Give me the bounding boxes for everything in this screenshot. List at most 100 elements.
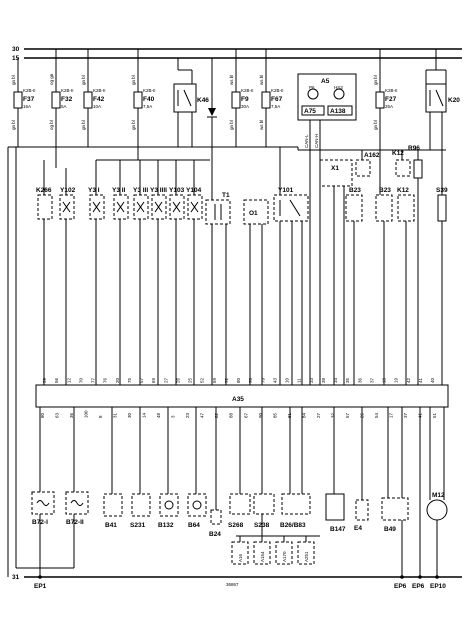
diode (207, 58, 217, 160)
fuse-f37-label: F37 (23, 96, 35, 103)
ecu-pin-label: 37 (403, 412, 408, 418)
sensor-b72-i: B72-I (31, 407, 55, 526)
svg-text:M12: M12 (432, 492, 445, 499)
sensor-b72-ii: B72-II (65, 407, 89, 526)
ecu-a35-label: A35 (232, 396, 244, 403)
ecu-pin-label: 79 (260, 377, 265, 383)
ecu-pin-label: 19 (394, 377, 399, 383)
ecu-pin-label: 77 (91, 377, 96, 383)
ecu-pin-label: 32 (330, 412, 335, 418)
fuse-f40: K2B-II F40 7,5A gn bl gn bl (131, 49, 156, 160)
svg-text:15A: 15A (23, 104, 31, 109)
ecu-pin-label: 54 (374, 412, 379, 418)
ecu-pin-label: 3 (171, 415, 176, 418)
svg-text:gn bl: gn bl (229, 120, 234, 130)
ecu-pin-label: 80 (236, 377, 241, 383)
ecu-pin-label: 63 (55, 412, 60, 418)
svg-text:S268: S268 (228, 522, 244, 529)
ecu-pin-label: 48 (156, 412, 161, 418)
svg-text:10A: 10A (93, 104, 101, 109)
relay-k20: K20 (425, 49, 460, 180)
bus-label-31: 31 (12, 574, 20, 581)
injector-bank: Y3 I Y3 II Y3 III Y3 IIII Y103 Y104 (88, 160, 203, 385)
switch-s39: S39 (436, 180, 448, 385)
svg-text:B72-II: B72-II (66, 519, 84, 526)
fuse-f67: K2B-II F67 7,5A ws bl ws bl (259, 49, 284, 147)
svg-text:A154: A154 (260, 551, 265, 562)
svg-text:B24: B24 (209, 531, 221, 538)
module-a5-label: A5 (321, 78, 330, 85)
component-b23-a: B23 (345, 187, 363, 385)
svg-text:B64: B64 (188, 522, 200, 529)
svg-text:Y3 IIII: Y3 IIII (150, 187, 167, 194)
component-k12-mid: K12 (397, 187, 415, 385)
svg-text:gn bl: gn bl (81, 75, 86, 85)
svg-text:5A: 5A (61, 104, 67, 109)
svg-text:S39: S39 (436, 187, 448, 194)
ecu-pin-label: 88 (229, 412, 234, 418)
ecu-pin-label: 75 (127, 377, 132, 383)
ecu-pin-label: 12 (66, 377, 71, 383)
switch-s268: S268 (228, 407, 251, 529)
svg-text:K12: K12 (397, 187, 409, 194)
svg-text:B41: B41 (105, 522, 117, 529)
ecu-pin-label: 67 (243, 412, 248, 418)
diagram-ref: 36867 (226, 582, 239, 587)
component-o1: O1 (243, 199, 269, 385)
svg-text:7,5A: 7,5A (143, 104, 152, 109)
svg-text:gn bl: gn bl (373, 75, 378, 85)
svg-text:K2B-II: K2B-II (93, 88, 106, 93)
element-e4: E4 (354, 407, 369, 532)
svg-text:T1: T1 (222, 192, 230, 199)
ecu-pin-label: 14 (142, 412, 147, 418)
sensor-b147: B147 (325, 407, 346, 533)
ecu-pin-label: 56 (54, 377, 59, 383)
component-k266: K266 (36, 160, 53, 385)
ecu-pin-label: 69 (151, 377, 156, 383)
fuse-f42-label: F42 (93, 96, 105, 103)
svg-text:25A: 25A (385, 104, 393, 109)
ecu-pin-label: 59 (42, 377, 47, 383)
can-high-label: CAN-H (314, 134, 319, 148)
component-y101: Y101 (273, 147, 309, 385)
svg-text:R96: R96 (408, 145, 420, 152)
lower-sub-connectors: A16 A154 A170 A251 (231, 514, 320, 565)
component-k12-top: K12 (392, 150, 411, 177)
svg-text:E4: E4 (354, 525, 362, 532)
sensor-b64: B64 (187, 407, 207, 529)
ecu-pin-label: 36 (69, 412, 74, 418)
ecu-pin-label: 36 (357, 377, 362, 383)
ecu-pin-label: 41 (418, 377, 423, 383)
svg-text:K266: K266 (36, 187, 52, 194)
svg-text:K2B-II: K2B-II (385, 88, 398, 93)
svg-text:gn bl: gn bl (81, 120, 86, 130)
fuse-f40-label: F40 (143, 96, 155, 103)
ecu-pin-label: 27 (163, 377, 168, 383)
svg-text:gn bl: gn bl (11, 120, 16, 130)
sensor-b26-b83: B26/B83 (280, 407, 311, 529)
svg-text:B147: B147 (330, 526, 346, 533)
svg-text:og bl: og bl (49, 120, 54, 130)
svg-text:gn bl: gn bl (131, 120, 136, 130)
ecu-pin-label: 78 (248, 377, 253, 383)
component-t1: T1 (205, 160, 231, 385)
svg-text:B26/B83: B26/B83 (280, 522, 306, 529)
ecu-pin-label: 37 (369, 377, 374, 383)
module-a138-label: A138 (330, 108, 346, 115)
fuse-f27-label: F27 (385, 96, 397, 103)
ecu-pin-label: 25 (188, 377, 193, 383)
svg-text:HS3: HS3 (334, 85, 343, 90)
svg-text:S231: S231 (130, 522, 146, 529)
svg-text:B23: B23 (379, 187, 391, 194)
ecu-pin-label: 17 (388, 412, 393, 418)
component-a162: A162 (355, 150, 380, 177)
svg-text:gn bl: gn bl (373, 120, 378, 130)
sensor-b49: B49 (381, 407, 409, 533)
module-a5: A5 P6 HS3 A75 A138 CAN-L CAN-H (297, 73, 357, 150)
ecu-pin-label: 40 (430, 377, 435, 383)
fuse-f32-label: F32 (61, 96, 73, 103)
component-y102: Y102 (59, 168, 76, 385)
svg-text:ws bl: ws bl (229, 75, 234, 85)
